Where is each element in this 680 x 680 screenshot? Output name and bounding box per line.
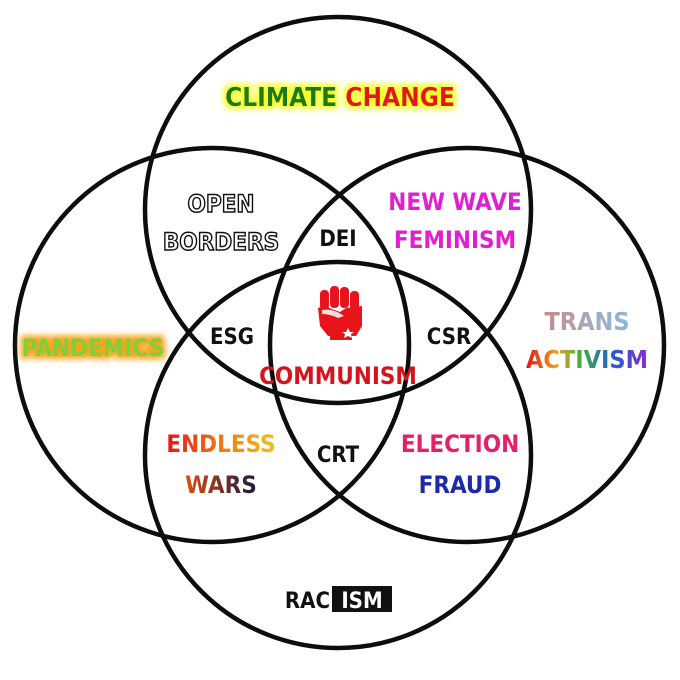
- label-top-right-line1: NEW WAVE: [388, 188, 521, 216]
- label-lower-center: CRT: [317, 443, 360, 468]
- label-right-center: CSR: [427, 325, 471, 350]
- raised-fist-icon: [318, 286, 362, 340]
- label-right-line1: TRANS: [544, 307, 629, 336]
- label-top-word1: CLIMATE: [225, 83, 337, 113]
- circle-right: [267, 145, 667, 545]
- label-bottom-right-line2: FRAUD: [419, 471, 502, 499]
- label-top: CLIMATE CHANGE: [225, 83, 455, 113]
- label-center: COMMUNISM: [259, 362, 417, 390]
- circle-left: [12, 145, 412, 545]
- venn-rings: [12, 14, 667, 651]
- label-top-left-line1: OPEN: [188, 190, 255, 218]
- label-bottom-boxed: ISM: [341, 589, 382, 614]
- label-right-line2: ACTIVISM: [526, 345, 648, 374]
- label-bottom-right-line1: ELECTION: [401, 430, 519, 458]
- label-upper-center: DEI: [319, 227, 356, 252]
- label-bottom-left-line1: ENDLESS: [166, 430, 275, 458]
- label-left: PANDEMICS: [22, 334, 164, 362]
- label-top-right-line2: FEMINISM: [394, 226, 516, 254]
- label-bottom-left-line2: WARS: [185, 471, 257, 499]
- label-top-left-line2: BORDERS: [163, 228, 279, 256]
- label-left-center: ESG: [210, 325, 254, 350]
- circle-top: [142, 14, 534, 406]
- label-bottom-prefix: RAC: [285, 589, 330, 614]
- label-top-word2: CHANGE: [345, 83, 455, 113]
- label-bottom-box: [332, 586, 392, 612]
- circle-bottom: [142, 259, 534, 651]
